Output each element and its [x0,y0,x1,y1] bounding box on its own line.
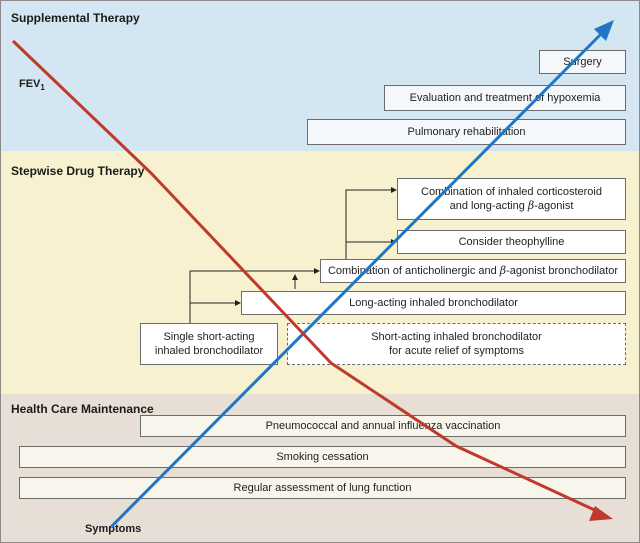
corticosteroid-combination-content: Combination of inhaled corticosteroid an… [421,185,602,213]
connector-single-to-anticholinergic [189,268,320,323]
acute-relief-content: Short-acting inhaled bronchodilator for … [371,330,542,358]
corticosteroid-line2-post: -agonist [534,200,574,212]
supplemental-therapy-title: Supplemental Therapy [11,11,140,25]
anticholinergic-post: -agonist bronchodilator [506,265,619,277]
corticosteroid-line2-pre: and long-acting [449,200,528,212]
acute-relief-box: Short-acting inhaled bronchodilator for … [287,323,626,365]
hypoxemia-text: Evaluation and treatment of hypoxemia [409,92,601,104]
lung-function-text: Regular assessment of lung function [233,482,412,494]
acute-line2: for acute relief of symptoms [388,345,525,357]
stepwise-drug-therapy-title: Stepwise Drug Therapy [11,164,145,178]
symptoms-line [109,29,606,529]
theophylline-box: Consider theophylline [397,230,626,254]
long-acting-bronchodilator-box: Long-acting inhaled bronchodilator [241,291,626,315]
health-care-maintenance-title: Health Care Maintenance [11,402,154,416]
vaccination-box: Pneumococcal and annual influenza vaccin… [140,415,626,437]
single-line2: inhaled bronchodilator [154,345,264,357]
fev1-trend-line [11,39,613,521]
theophylline-text: Consider theophylline [458,236,565,248]
vaccination-text: Pneumococcal and annual influenza vaccin… [265,420,501,432]
pulmonary-rehabilitation-text: Pulmonary rehabilitation [407,126,526,138]
fev1-arrowhead [589,506,613,521]
connector-arrows [189,187,397,323]
anticholinergic-beta: β [499,264,507,277]
pulmonary-rehabilitation-box: Pulmonary rehabilitation [307,119,626,145]
single-short-acting-content: Single short-acting inhaled bronchodilat… [155,330,263,358]
smoking-cessation-box: Smoking cessation [19,446,626,468]
fev1-line [11,39,602,515]
corticosteroid-beta: β [527,199,535,212]
symptoms-trend-line [109,20,614,529]
lung-function-box: Regular assessment of lung function [19,477,626,499]
acute-line1: Short-acting inhaled bronchodilator [371,331,542,343]
fev-label-subscript: 1 [40,83,45,93]
symptoms-axis-label: Symptoms [85,523,142,535]
connector-anticholinergic-to-corticosteroid [345,187,397,259]
corticosteroid-line1: Combination of inhaled corticosteroid [421,186,602,198]
surgery-text: Surgery [563,56,602,68]
corticosteroid-combination-box: Combination of inhaled corticosteroid an… [397,178,626,220]
corticosteroid-line2: and long-acting β-agonist [421,199,602,213]
long-acting-text: Long-acting inhaled bronchodilator [349,297,518,309]
hypoxemia-box: Evaluation and treatment of hypoxemia [384,85,626,111]
fev-label-text: FEV [19,78,41,90]
smoking-cessation-text: Smoking cessation [276,451,369,463]
single-short-acting-box: Single short-acting inhaled bronchodilat… [140,323,278,365]
fev1-axis-label: FEV1 [19,78,45,92]
single-line1: Single short-acting [163,331,255,343]
symptoms-arrowhead [594,20,614,41]
